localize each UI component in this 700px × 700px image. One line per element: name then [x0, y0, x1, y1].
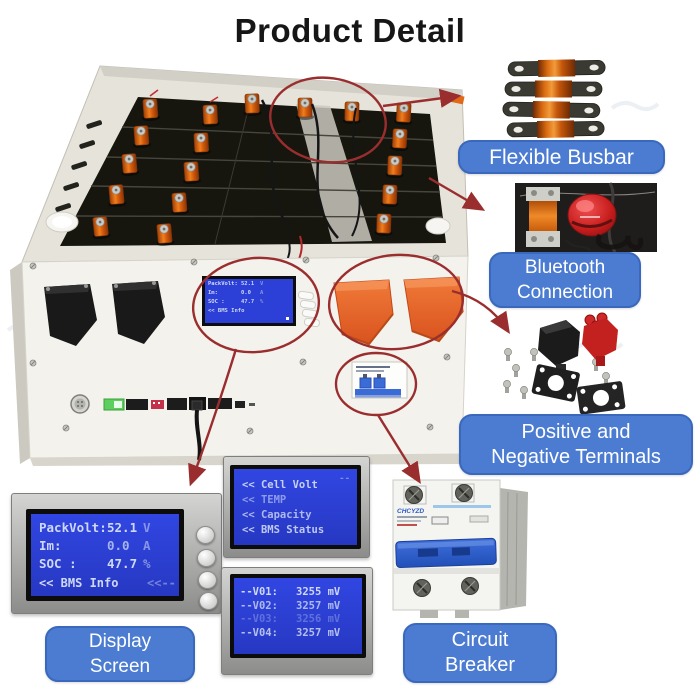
panel-diagram-label — [351, 361, 408, 399]
menu-screen-photo: -- << Cell Volt << TEMP << Capacity << B… — [223, 456, 370, 558]
callout-flexible-busbar: Flexible Busbar — [458, 140, 665, 174]
black-terminal-covers — [44, 281, 165, 346]
display-button-2[interactable] — [197, 549, 216, 567]
lcd-cursor-dot — [286, 317, 289, 320]
callout-display-screen: Display Screen — [45, 626, 195, 682]
menu-item: << BMS Status — [242, 524, 325, 536]
terminals-kit-photo — [503, 312, 626, 415]
display-screen-frame: PackVolt: 52.1 V Im: 0.0 A SOC : 47.7 % … — [26, 509, 184, 601]
breaker-toggle — [395, 537, 497, 569]
cell-voltage-screen-photo: --V01: 3255 mV --V02: 3257 mV --V03: 325… — [221, 567, 373, 675]
battery-top-face — [21, 65, 469, 263]
callout-circuit-breaker: Circuit Breaker — [403, 623, 557, 683]
page-title: Product Detail — [234, 12, 466, 49]
display-button-1[interactable] — [196, 526, 215, 544]
callout-bluetooth-connection: Bluetooth Connection — [489, 252, 641, 308]
menu-screen-lcd: -- << Cell Volt << TEMP << Capacity << B… — [234, 469, 357, 545]
cell-voltage-lcd: --V01: 3255 mV --V02: 3257 mV --V03: 325… — [234, 578, 362, 654]
menu-item: << TEMP — [242, 494, 287, 506]
battery-pack-photo — [10, 65, 469, 466]
menu-item: << Capacity — [242, 509, 312, 521]
display-screen-photo: PackVolt: 52.1 V Im: 0.0 A SOC : 47.7 % … — [11, 493, 222, 614]
busbar-stack-photo — [502, 58, 606, 139]
display-screen-lcd: PackVolt: 52.1 V Im: 0.0 A SOC : 47.7 % … — [31, 514, 179, 596]
menu-item: << Cell Volt — [242, 479, 318, 491]
circuit-breaker-photo: CHCYZD — [392, 479, 528, 618]
bluetooth-module-photo — [515, 182, 657, 253]
callout-positive-negative-terminals: Positive and Negative Terminals — [459, 414, 693, 475]
breaker-brand-text: CHCYZD — [397, 508, 424, 515]
display-button-4[interactable] — [199, 592, 218, 610]
panel-lcd-display: PackVolt: 52.1 V Im: 0.0 A SOC : 47.7 % … — [202, 276, 296, 326]
display-button-3[interactable] — [198, 571, 217, 589]
